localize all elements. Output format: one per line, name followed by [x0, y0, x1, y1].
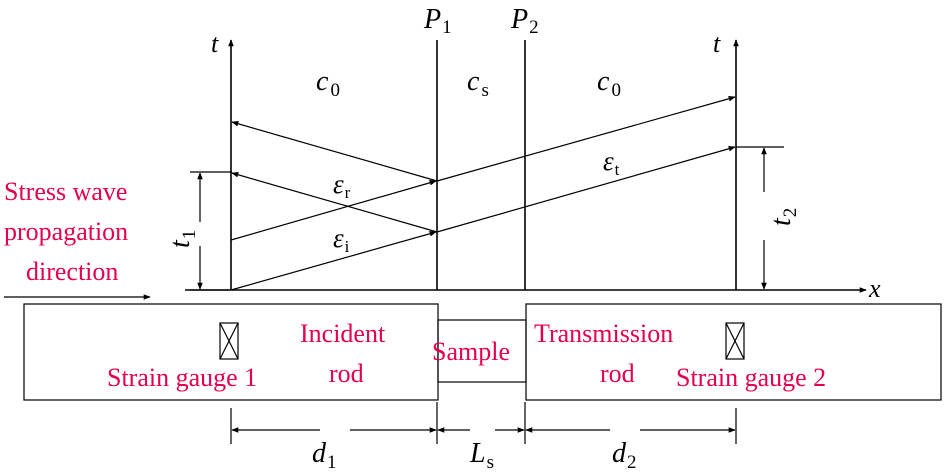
- direction-label-line-3: direction: [26, 257, 118, 286]
- strain-gauge-2-icon: [725, 322, 745, 360]
- incident-rod-label-line-2: rod: [329, 359, 364, 388]
- incident-wave-line-2: [230, 180, 437, 241]
- transmission-rod-label-line-2: rod: [600, 359, 635, 388]
- d1-distance-label: d1: [312, 438, 337, 473]
- d2-distance-label: d2: [612, 438, 637, 473]
- transmitted-wave-line-2: [436, 96, 736, 182]
- direction-label-line-1: Stress wave: [4, 177, 127, 206]
- transmitted-wave-line-1: [436, 146, 736, 233]
- t2-duration-label: t2: [766, 208, 801, 226]
- strain-gauge-1-label: Strain gauge 1: [107, 363, 257, 392]
- strain-gauge-1-icon: [219, 322, 239, 360]
- reflected-wave-line-2: [231, 121, 438, 182]
- incident-strain-label: εi: [333, 223, 350, 256]
- ls-distance-label: Ls: [469, 438, 494, 473]
- sample-label: Sample: [432, 337, 510, 366]
- right-time-axis-label: t: [713, 29, 721, 58]
- transmission-rod-bar: [525, 303, 942, 401]
- reflected-wave-line-1: [231, 172, 438, 233]
- plane-p1-label: P1: [423, 4, 452, 38]
- t1-duration-label: t1: [165, 230, 200, 248]
- strain-gauge-2-label: Strain gauge 2: [676, 363, 826, 392]
- left-time-axis-label: t: [211, 29, 219, 58]
- plane-p2-label: P2: [510, 4, 539, 38]
- reflected-strain-label: εr: [333, 169, 351, 202]
- incident-rod-label-line-1: Incident: [300, 319, 386, 348]
- x-axis-label: x: [868, 274, 881, 303]
- transmission-rod-label-line-1: Transmission: [534, 319, 673, 348]
- direction-label-line-2: propagation: [4, 217, 128, 246]
- incident-wave-line: [230, 231, 437, 291]
- transmitted-strain-label: εt: [603, 146, 620, 179]
